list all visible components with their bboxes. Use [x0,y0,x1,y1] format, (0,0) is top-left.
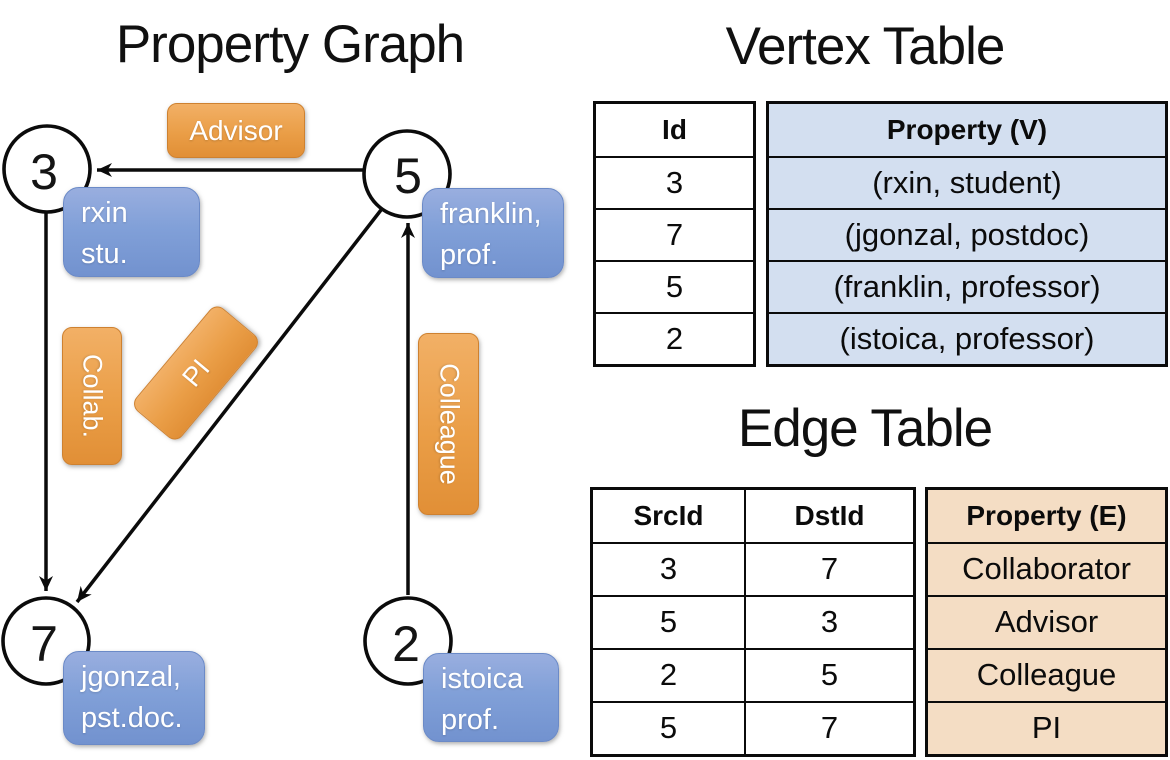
vertex-property-line: pst.doc. [81,702,183,734]
edge-table-dstid-column: DstId 7 3 5 7 [746,490,913,754]
vertex-property-line: stu. [81,238,128,270]
vertex-property-box-3: rxin stu. [63,187,200,277]
edge-table-id-columns: SrcId 3 5 2 5 DstId 7 3 5 7 [590,487,916,757]
edge-property-cell: Colleague [928,650,1165,703]
vertex-property-line: franklin, [440,198,542,230]
edge-label-pi-text: PI [175,353,216,393]
node-id-2: 2 [392,616,420,672]
property-graph-title: Property Graph [115,15,465,74]
vertex-id-cell: 2 [665,320,684,356]
vertex-table-header-id: Id [596,104,753,158]
vertex-property-cell: (istoica, professor) [839,320,1095,356]
edge-table-header-property: Property (E) [928,490,1165,544]
edge-label-collab-text: Collab. [77,353,108,439]
vertex-table-title: Vertex Table [725,17,1006,76]
vertex-property-line: prof. [440,239,499,271]
vertex-table-header-property: Property (V) [769,104,1165,158]
edge-dstid-cell: 3 [746,597,913,650]
edge-srcid-cell: 2 [593,650,744,703]
edge-dstid-cell: 5 [746,650,913,703]
edge-label-collab: Collab. [62,327,122,465]
node-id-7: 7 [30,616,58,672]
edge-label-advisor: Advisor [167,103,305,158]
vertex-property-cell: (rxin, student) [769,158,1165,210]
edge-label-advisor-text: Advisor [189,114,283,146]
edge-dstid-cell: 7 [820,710,839,746]
vertex-id-cell: 5 [596,262,753,314]
vertex-property-line: rxin [81,197,128,229]
node-id-3: 3 [30,144,58,200]
edge-property-cell: PI [1031,710,1062,746]
vertex-table-id-column: Id 3 7 5 2 [593,101,756,367]
edge-table-header-srcid: SrcId [593,490,744,544]
vertex-property-box-5: franklin, prof. [422,188,564,278]
edge-label-colleague-text: Colleague [434,363,464,485]
vertex-id-cell: 7 [596,210,753,262]
edge-pi-5-to-7 [75,208,383,604]
node-id-5: 5 [394,148,422,204]
edge-property-cell: Collaborator [928,544,1165,597]
vertex-property-box-2: istoica prof. [423,653,559,742]
vertex-property-line: istoica [441,663,524,695]
edge-srcid-cell: 5 [659,710,678,746]
edge-property-cell: Advisor [928,597,1165,650]
edge-dstid-cell: 7 [746,544,913,597]
vertex-table-property-column: Property (V) (rxin, student) (jgonzal, p… [766,101,1168,367]
edge-table-title: Edge Table [737,399,993,458]
vertex-property-line: jgonzal, [81,661,181,693]
vertex-property-cell: (jgonzal, postdoc) [769,210,1165,262]
edge-table-srcid-column: SrcId 3 5 2 5 [593,490,746,754]
edge-srcid-cell: 3 [593,544,744,597]
vertex-id-cell: 3 [596,158,753,210]
vertex-property-cell: (franklin, professor) [769,262,1165,314]
edge-table-header-dstid: DstId [746,490,913,544]
edge-srcid-cell: 5 [593,597,744,650]
edge-label-colleague: Colleague [418,333,479,515]
vertex-property-line: prof. [441,704,500,736]
vertex-property-box-7: jgonzal, pst.doc. [63,651,205,745]
edge-table-property-column: Property (E) Collaborator Advisor Collea… [925,487,1168,757]
